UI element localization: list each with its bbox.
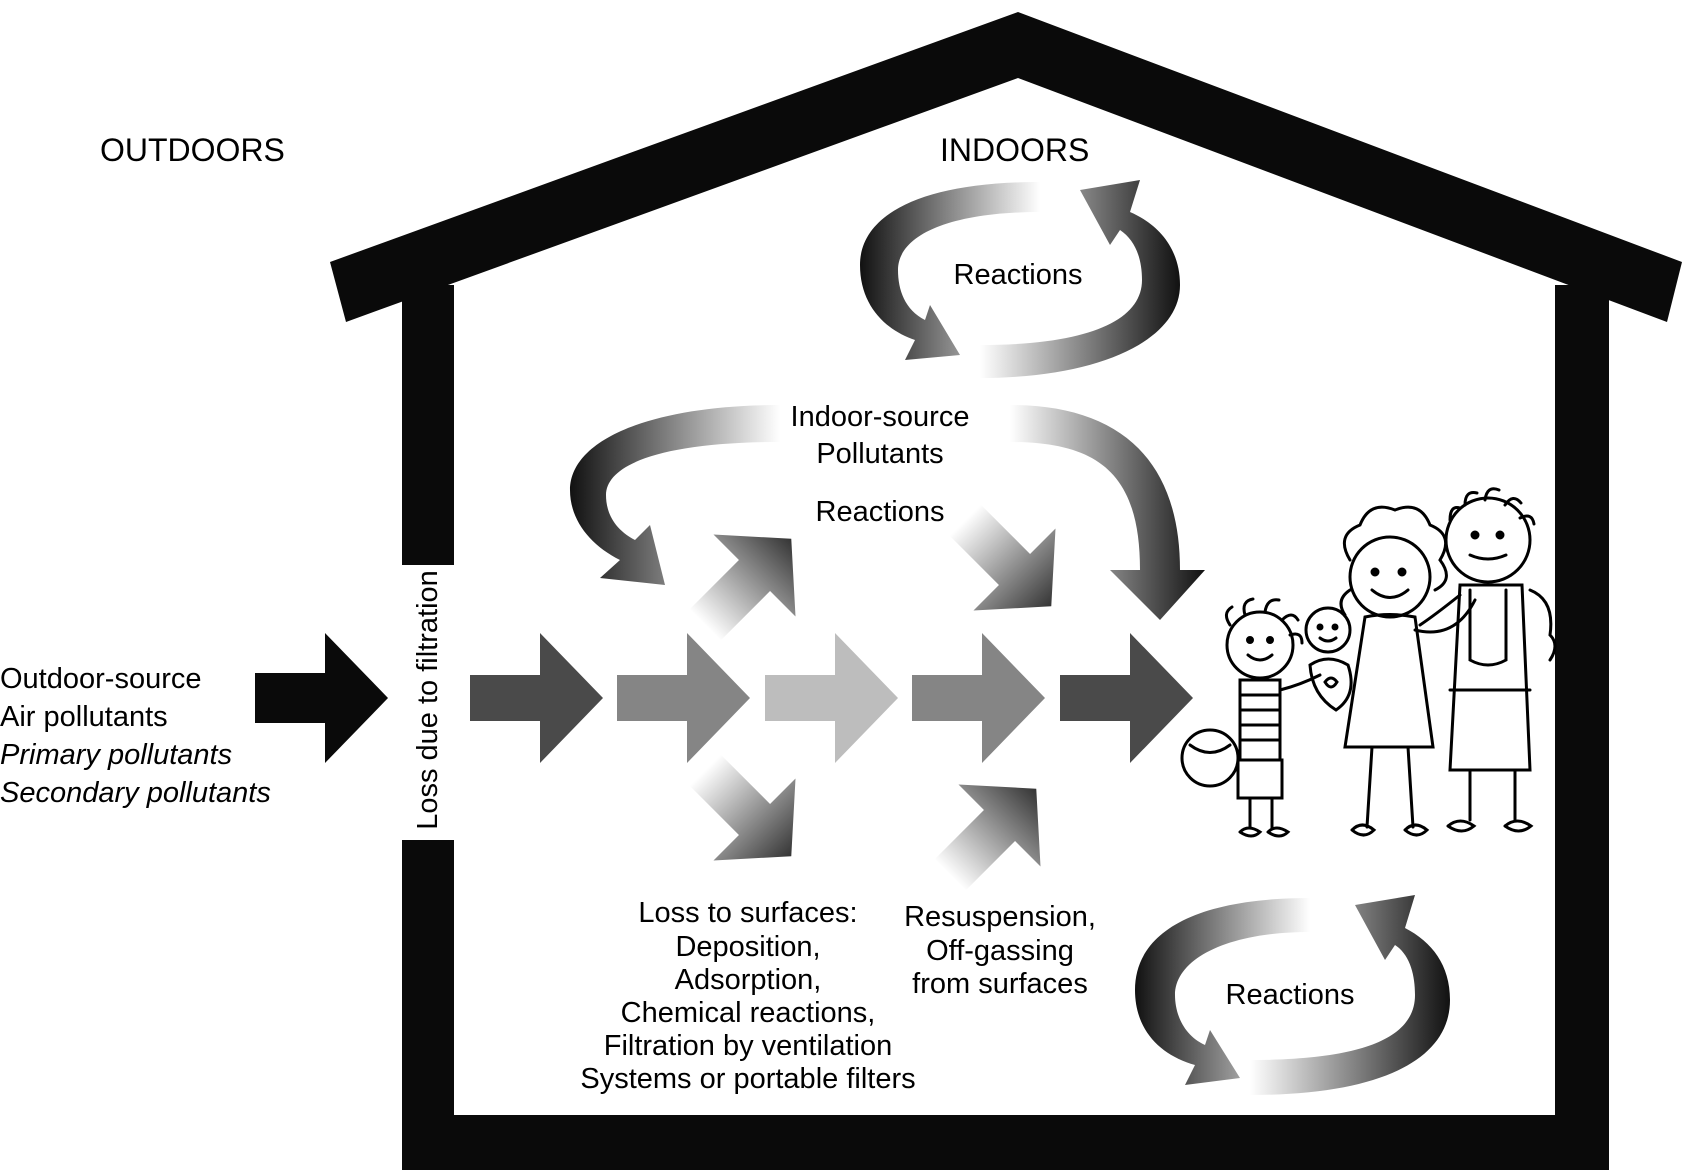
flow-arrow [1060,633,1193,763]
filtration-label: Loss due to filtration [412,570,444,830]
reaction-cycle-top [860,180,1180,378]
indoor-source-line2: Pollutants [816,438,944,470]
diagonal-arrow [949,504,1056,611]
house-wall-left-upper [402,285,454,565]
indoor-source-arrows [570,405,1205,620]
resuspension-line2: Off-gassing [926,935,1074,967]
house-floor [402,1115,1609,1170]
cycle-arrow [860,182,1040,360]
house-roof [330,12,1682,322]
diagonal-arrow [689,754,796,861]
cycle-arrow [1250,895,1450,1095]
curved-arrow-left [570,405,780,585]
outdoor-source-line4: Secondary pollutants [0,777,271,809]
flow-arrow [912,633,1045,763]
cycle-arrow [1135,898,1310,1085]
diagonal-arrows [689,504,1056,891]
outdoor-source-line2: Air pollutants [0,701,168,733]
curved-arrow-right [1010,405,1205,620]
loss-to-surfaces-line2: Deposition, [675,931,821,963]
house-wall-right [1555,285,1609,1170]
outdoors-label: OUTDOORS [100,132,285,168]
loss-to-surfaces-line3: Adsorption, [674,964,822,996]
indoors-label: INDOORS [940,132,1090,168]
reactions-top-label: Reactions [953,259,1083,291]
loss-to-surfaces-line4: Chemical reactions, [620,997,876,1029]
diagonal-arrow [934,784,1041,891]
reaction-cycle-bottom [1135,895,1450,1095]
main-flow-arrows [470,633,1193,763]
outdoor-source-line1: Outdoor-source [0,663,202,695]
resuspension-line1: Resuspension, [904,901,1096,933]
outdoor-source-line3: Primary pollutants [0,739,233,771]
cycle-arrow [980,180,1180,378]
loss-to-surfaces-line5: Filtration by ventilation [603,1030,893,1062]
loss-to-surfaces-line6: Systems or portable filters [580,1063,916,1095]
family-icon [1180,487,1557,838]
reactions-middle-label: Reactions [815,496,945,528]
flow-arrow [765,633,898,763]
outdoor-inflow-arrow [255,633,388,763]
reactions-bottom-label: Reactions [1225,979,1355,1011]
flow-arrow [470,633,603,763]
house-outline [330,12,1682,1170]
indoor-source-line1: Indoor-source [790,401,970,433]
flow-arrow [617,633,750,763]
loss-to-surfaces-line1: Loss to surfaces: [638,897,858,929]
resuspension-line3: from surfaces [912,968,1088,1000]
diagonal-arrow [689,534,796,641]
